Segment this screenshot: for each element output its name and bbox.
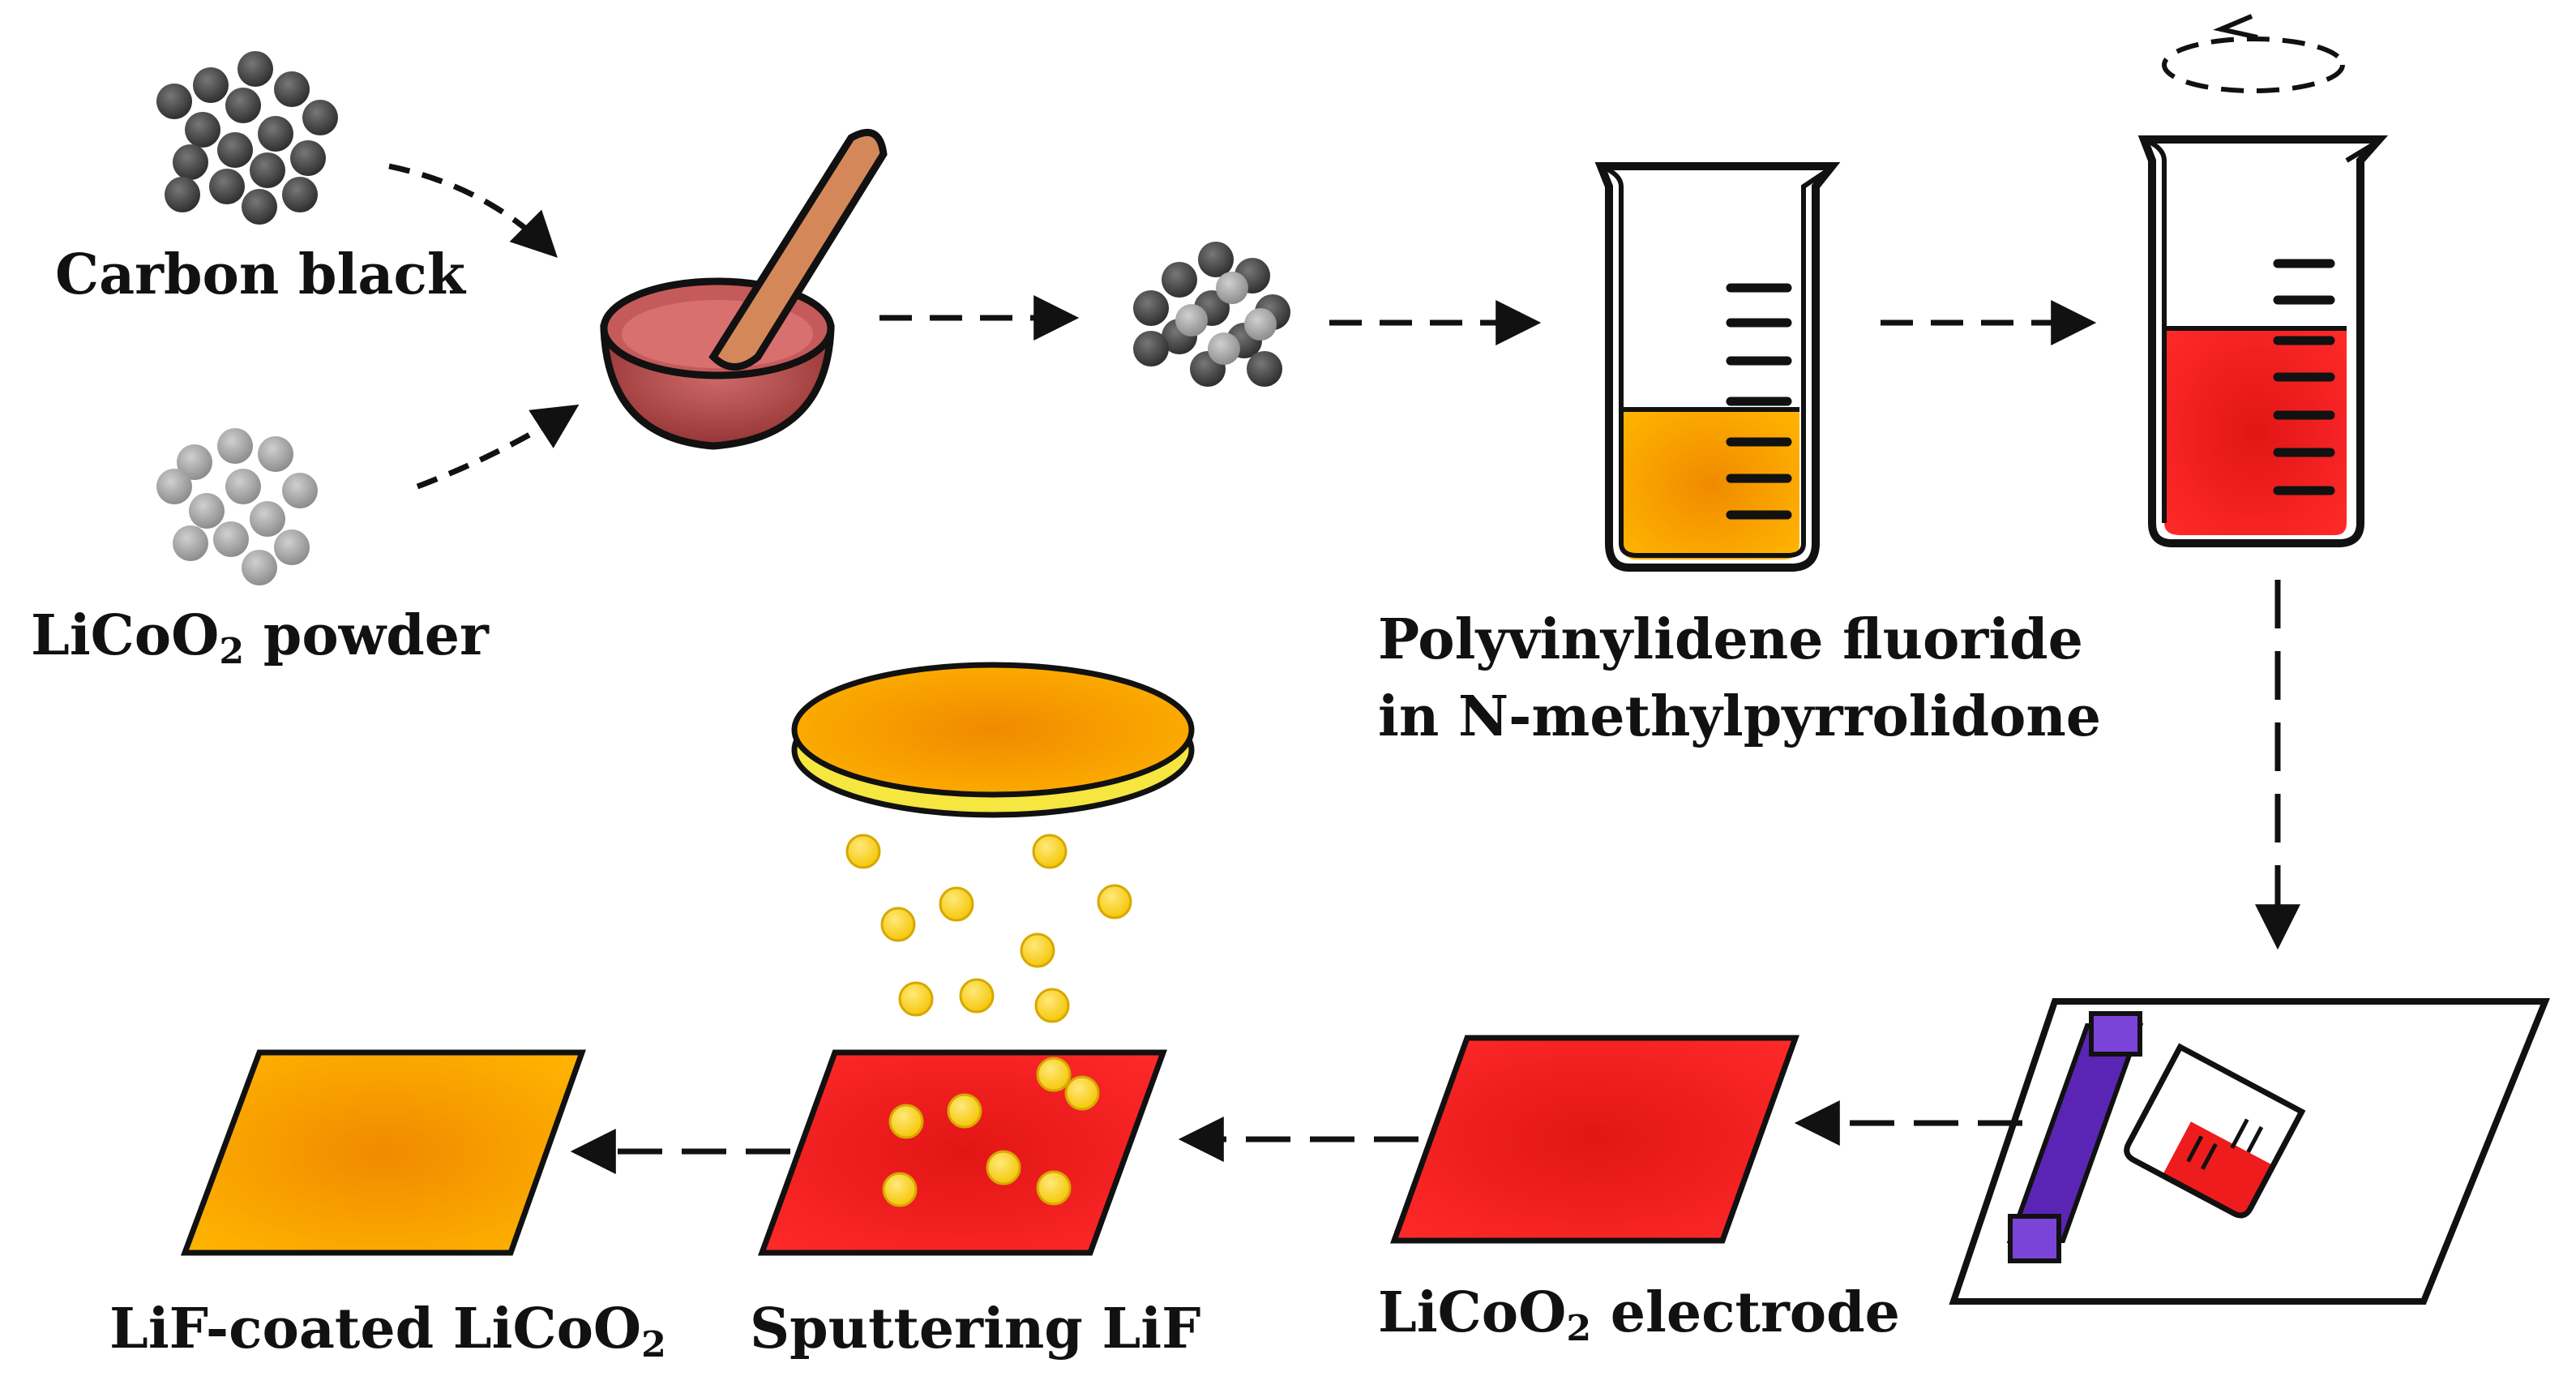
lif-particle — [1020, 932, 1055, 968]
lif-sputtering-target-icon — [791, 662, 1195, 818]
label-licoo2-powder: LiCoO2 powder — [31, 608, 489, 669]
lif-particles — [845, 834, 1132, 1207]
licoo2-particle — [177, 444, 212, 480]
lif-particle — [898, 981, 934, 1017]
doctor-blade-casting-icon — [1949, 998, 2550, 1305]
lif-particle — [939, 886, 974, 922]
label-sputtering-text: Sputtering LiF — [750, 1297, 1201, 1361]
carbon-particle — [165, 177, 200, 212]
licoo2-particle — [173, 525, 208, 561]
label-pvdf-line2-text: in N-methylpyrrolidone — [1378, 684, 2102, 749]
lif-particle — [1034, 988, 1070, 1023]
carbon-particle — [185, 112, 220, 148]
lif-particle — [1064, 1075, 1100, 1111]
licoo2-particle — [156, 469, 192, 504]
sputtering-substrate-sheet — [757, 1049, 1168, 1256]
label-electrode-suffix: electrode — [1591, 1280, 1900, 1345]
carbon-particle — [274, 71, 310, 107]
label-electrode-sub: 2 — [1566, 1307, 1592, 1350]
licoo2-particle — [258, 436, 293, 472]
lif-particle — [845, 834, 881, 869]
label-electrode-prefix: LiCoO — [1378, 1280, 1567, 1345]
arrow-carbon-to-mortar — [388, 163, 558, 258]
mixed-particle — [1198, 242, 1234, 277]
licoo2-particle — [282, 473, 318, 508]
carbon-particle — [173, 144, 208, 180]
mixed-particle — [1175, 304, 1208, 337]
carbon-particle — [258, 116, 293, 152]
label-licoo2-prefix: LiCoO — [31, 603, 220, 668]
carbon-particle — [225, 88, 261, 123]
carbon-particle — [302, 100, 338, 135]
carbon-particle — [237, 51, 273, 87]
label-lif-coated-licoo2: LiF-coated LiCoO2 — [109, 1301, 666, 1362]
stirring-rotation-icon — [2162, 14, 2345, 93]
licoo2-particle — [225, 469, 261, 504]
licoo2-particle — [217, 428, 253, 464]
mixed-particle — [1247, 351, 1282, 387]
label-coated-sub: 2 — [641, 1323, 666, 1366]
lif-coated-licoo2-sheet — [180, 1049, 586, 1256]
mixed-particle — [1216, 272, 1248, 304]
label-licoo2-sub: 2 — [219, 630, 245, 673]
beaker-slurry-icon — [2137, 135, 2389, 547]
carbon-particle — [217, 132, 253, 168]
licoo2-particle — [213, 521, 249, 557]
carbon-particle — [156, 84, 192, 119]
label-pvdf-line1: Polyvinylidene fluoride — [1378, 612, 2083, 667]
lif-particle — [1036, 1170, 1072, 1206]
label-licoo2-suffix: powder — [244, 603, 489, 668]
licoo2-particle — [250, 501, 285, 537]
mixed-powder-particles — [1133, 242, 1290, 387]
licoo2-electrode-sheet — [1390, 1035, 1799, 1244]
lif-particle — [986, 1150, 1021, 1185]
mixed-particle — [1133, 290, 1169, 326]
lif-particle — [947, 1093, 982, 1129]
licoo2-particle — [189, 493, 225, 529]
beaker-pvdf-icon — [1594, 162, 1841, 572]
carbon-particle — [193, 67, 229, 103]
label-pvdf-line2: in N-methylpyrrolidone — [1378, 689, 2101, 744]
label-coated-prefix: LiF-coated LiCoO — [109, 1297, 642, 1361]
mixed-particle — [1244, 308, 1277, 341]
carbon-black-particles — [156, 51, 338, 225]
carbon-particle — [242, 189, 277, 225]
label-pvdf-line1-text: Polyvinylidene fluoride — [1378, 607, 2083, 672]
arrow-licoo2-to-mortar — [416, 404, 580, 490]
label-carbon-black: Carbon black — [55, 247, 465, 302]
licoo2-particle — [242, 550, 277, 585]
carbon-particle — [282, 177, 318, 212]
mixed-particle — [1162, 262, 1197, 298]
lif-particle — [959, 978, 995, 1014]
licoo2-particle — [274, 529, 310, 565]
licoo2-powder-particles — [156, 428, 318, 585]
lif-particle — [1036, 1057, 1072, 1092]
mixed-particle — [1208, 332, 1240, 365]
label-sputtering-lif: Sputtering LiF — [750, 1301, 1200, 1357]
mortar-and-pestle-icon — [600, 128, 888, 450]
label-licoo2-electrode: LiCoO2 electrode — [1378, 1285, 1900, 1346]
lif-particle — [1097, 884, 1132, 920]
mixed-particle — [1133, 331, 1169, 367]
lif-particle — [880, 907, 916, 942]
label-carbon-black-text: Carbon black — [55, 242, 465, 307]
carbon-particle — [290, 140, 326, 176]
carbon-particle — [250, 152, 285, 188]
lif-particle — [882, 1172, 918, 1207]
lif-particle — [1032, 834, 1068, 869]
carbon-particle — [209, 169, 245, 204]
lif-particle — [888, 1104, 924, 1139]
